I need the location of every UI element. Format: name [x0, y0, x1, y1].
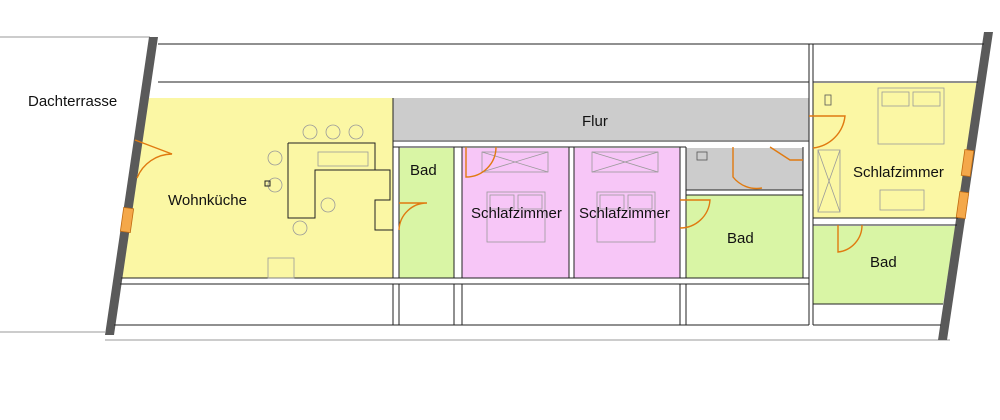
- label-corridor: Flur: [582, 113, 608, 130]
- room-fill-living-kitchen: [121, 98, 393, 278]
- window-right-lower: [955, 191, 970, 220]
- room-fills: [121, 83, 978, 304]
- exterior-walls: [105, 32, 993, 340]
- label-living-kitchen: Wohnküche: [168, 192, 247, 209]
- room-labels: Dachterrasse Wohnküche Flur Bad Schlafzi…: [28, 93, 944, 271]
- wall-left: [105, 37, 158, 335]
- door-bedroom-3: [809, 115, 846, 149]
- door-bedroom-2: [679, 199, 711, 229]
- door-storage: [732, 147, 763, 190]
- interior-walls: [114, 43, 984, 326]
- label-bath-1: Bad: [410, 162, 437, 179]
- room-fill-bedroom-1: [462, 148, 569, 278]
- room-fill-bath-1: [399, 148, 454, 278]
- label-bath-2: Bad: [727, 230, 754, 247]
- room-fill-bedroom-3: [813, 83, 978, 218]
- label-terrace: Dachterrasse: [28, 93, 117, 110]
- door-bath-3: [837, 224, 863, 253]
- doors: [134, 115, 863, 253]
- room-fill-corridor-lower: [686, 148, 803, 190]
- door-bedroom-1: [465, 146, 497, 178]
- bedroom-furniture: [481, 87, 945, 243]
- label-bedroom-1: Schlafzimmer: [471, 205, 562, 222]
- room-fill-bath-3: [813, 226, 956, 304]
- room-fill-corridor: [393, 98, 809, 140]
- window-left: [119, 206, 135, 234]
- windows: [119, 149, 975, 234]
- room-fill-bath-2: [686, 195, 803, 278]
- label-bedroom-2: Schlafzimmer: [579, 205, 670, 222]
- door-terrace: [134, 139, 173, 179]
- door-corridor-bend: [769, 146, 803, 161]
- wall-right: [938, 32, 993, 340]
- door-bath-1: [398, 202, 428, 231]
- label-bath-3: Bad: [870, 254, 897, 271]
- terrace-outline: [0, 36, 950, 341]
- window-right-upper: [960, 149, 975, 178]
- label-bedroom-3: Schlafzimmer: [853, 164, 944, 181]
- kitchen-furniture: [264, 124, 393, 279]
